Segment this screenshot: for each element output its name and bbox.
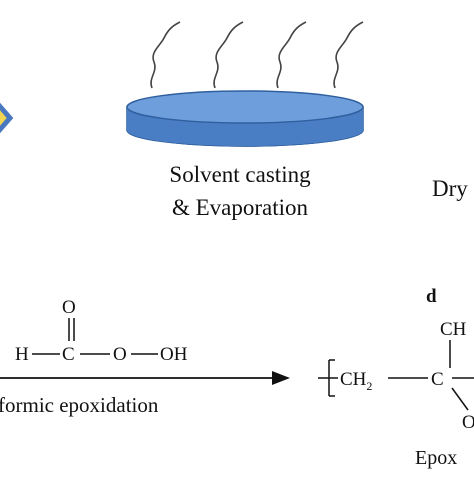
reagent-structure: O H C O OH <box>15 297 188 365</box>
methyl-group-partial: CH <box>440 319 467 340</box>
hydroxyl-group: OH <box>160 344 188 365</box>
carbon-atom: C <box>62 344 75 365</box>
quaternary-carbon: C <box>431 369 444 390</box>
next-step-caption: Dry <box>432 176 468 201</box>
ch2-group: CH2 <box>340 369 372 393</box>
diamond-shape-icon <box>0 102 14 134</box>
caption-line-1: Solvent casting <box>169 162 311 187</box>
product-caption: Epox <box>415 447 457 469</box>
wavy-vapor-lines-icon <box>150 21 364 89</box>
reaction-arrow-icon <box>0 371 290 385</box>
product-structure: CH2 C CH O <box>318 319 474 433</box>
caption-line-2: & Evaporation <box>172 195 309 220</box>
petri-dish-icon <box>126 90 364 147</box>
hydrogen-atom: H <box>15 344 29 365</box>
epoxy-oxygen-partial: O <box>462 412 474 433</box>
panel-label: d <box>426 286 437 307</box>
carbonyl-oxygen: O <box>62 297 76 318</box>
oxygen-atom: O <box>113 344 127 365</box>
arrow-label: formic epoxidation <box>0 393 159 417</box>
